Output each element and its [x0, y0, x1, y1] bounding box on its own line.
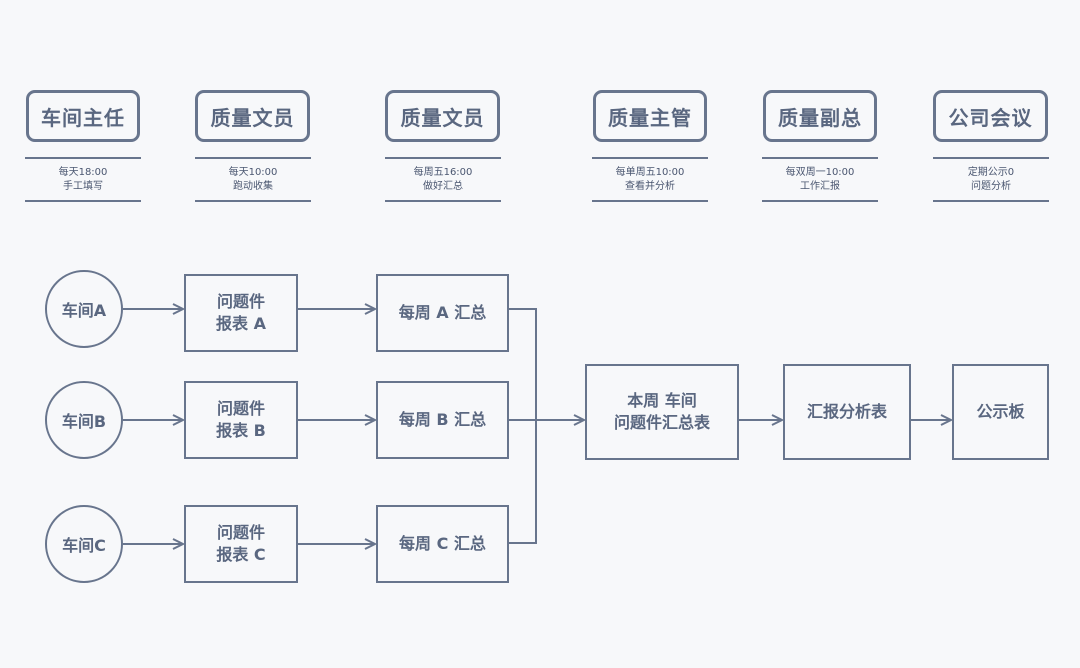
role-box: 公司会议 — [933, 90, 1048, 142]
summary-node: 本周 车间 问题件汇总表 — [585, 364, 739, 460]
workshop-node: 车间B — [45, 381, 123, 459]
role-note: 每单周五10:00 查看并分析 — [592, 157, 708, 202]
role-box: 质量文员 — [385, 90, 500, 142]
node-line: 问题件 — [216, 292, 265, 311]
note-line: 查看并分析 — [625, 180, 675, 192]
workshop-node: 车间A — [45, 270, 123, 348]
role-box: 车间主任 — [26, 90, 140, 142]
note-line: 每天10:00 — [228, 166, 278, 178]
weekly-node: 每周 B 汇总 — [376, 381, 509, 459]
workshop-node: 车间C — [45, 505, 123, 583]
note-line: 每周五16:00 — [413, 166, 473, 178]
note-line: 定期公示0 — [967, 166, 1015, 178]
note-line: 工作汇报 — [800, 180, 840, 192]
report-node: 问题件 报表 C — [184, 505, 298, 583]
node-line: 问题件汇总表 — [613, 413, 710, 432]
role-box: 质量文员 — [195, 90, 310, 142]
analysis-node: 汇报分析表 — [783, 364, 911, 460]
node-line: 问题件 — [216, 399, 265, 418]
node-line: 报表 B — [216, 421, 266, 440]
weekly-node: 每周 A 汇总 — [376, 274, 509, 352]
node-line: 问题件 — [216, 523, 265, 542]
node-line: 报表 C — [216, 545, 266, 564]
board-node: 公示板 — [952, 364, 1049, 460]
connector-weekly-a — [508, 308, 537, 420]
role-box: 质量主管 — [593, 90, 707, 142]
report-node: 问题件 报表 B — [184, 381, 298, 459]
connector-weekly-c — [508, 420, 537, 544]
node-line: 报表 A — [216, 314, 266, 333]
note-line: 每双周一10:00 — [785, 166, 855, 178]
role-box: 质量副总 — [763, 90, 877, 142]
report-node: 问题件 报表 A — [184, 274, 298, 352]
note-line: 每天18:00 — [58, 166, 108, 178]
role-note: 每双周一10:00 工作汇报 — [762, 157, 878, 202]
role-note: 每天10:00 跑动收集 — [195, 157, 311, 202]
role-note: 定期公示0 问题分析 — [933, 157, 1049, 202]
role-note: 每周五16:00 做好汇总 — [385, 157, 501, 202]
note-line: 手工填写 — [63, 180, 103, 192]
note-line: 每单周五10:00 — [615, 166, 685, 178]
weekly-node: 每周 C 汇总 — [376, 505, 509, 583]
node-line: 本周 车间 — [627, 391, 697, 410]
note-line: 做好汇总 — [423, 180, 463, 192]
note-line: 跑动收集 — [233, 180, 273, 192]
note-line: 问题分析 — [971, 180, 1011, 192]
role-note: 每天18:00 手工填写 — [25, 157, 141, 202]
